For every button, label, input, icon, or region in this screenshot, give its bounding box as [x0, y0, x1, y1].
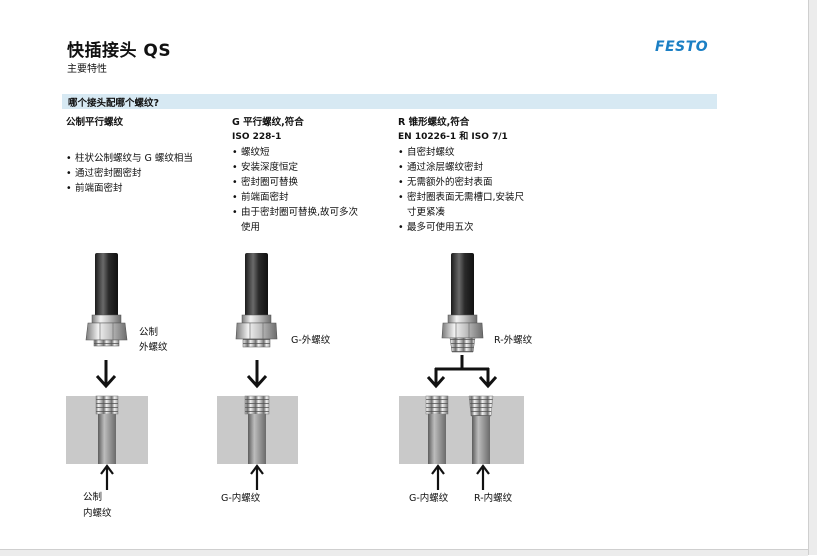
list-item: 通过密封圈密封 [66, 166, 216, 181]
collet [91, 314, 122, 324]
up-arrow-icon [431, 464, 445, 490]
list-item: 螺纹短 [232, 145, 382, 160]
list-item: 由于密封圈可替换,故可多次 [232, 205, 382, 220]
r-port-block [399, 395, 524, 464]
section-band-text: 哪个接头配哪个螺纹? [68, 98, 160, 109]
column-heading: 公制平行螺纹 [66, 117, 124, 128]
list-item: 最多可使用五次 [398, 220, 553, 235]
list-item: 前端面密封 [66, 181, 216, 196]
up-arrow-icon [250, 464, 264, 490]
page-title: 快插接头 QS [67, 41, 172, 61]
column-heading: R 锥形螺纹,符合 [398, 117, 470, 128]
page-frame-right [808, 0, 817, 555]
column-r-thread: R 锥形螺纹,符合 EN 10226-1 和 ISO 7/1 自密封螺纹 通过涂… [398, 115, 553, 235]
thread-diagram: 公制 外螺纹 公制 内螺纹 G-外螺纹 G-内螺纹 [66, 253, 533, 519]
label-r-col-g-female: G-内螺纹 [409, 492, 449, 504]
list-item: 前端面密封 [232, 190, 382, 205]
tube [245, 253, 268, 323]
label-metric-female-2: 内螺纹 [83, 507, 112, 519]
column-g-thread: G 平行螺纹,符合 ISO 228-1 螺纹短 安装深度恒定 密封圈可替换 前端… [232, 115, 382, 235]
list-item: 安装深度恒定 [232, 160, 382, 175]
section-band: 哪个接头配哪个螺纹? [62, 94, 717, 109]
collet [447, 314, 478, 324]
tube [451, 253, 474, 323]
down-arrow-icon [95, 360, 117, 389]
label-metric-female-1: 公制 [83, 491, 102, 503]
list-item: 自密封螺纹 [398, 145, 553, 160]
page-subtitle: 主要特性 [67, 64, 107, 75]
thread [242, 338, 271, 348]
label-g-male: G-外螺纹 [291, 334, 331, 346]
g-fitting [235, 253, 278, 348]
festo-logo: FESTO [655, 39, 709, 55]
list-item: 密封圈表面无需槽口,安装尺 [398, 190, 553, 205]
g-port-block [217, 395, 298, 464]
bullet-list: 自密封螺纹 通过涂层螺纹密封 无需额外的密封表面 密封圈表面无需槽口,安装尺 寸… [398, 145, 553, 235]
hex-body [85, 322, 128, 341]
list-item: 密封圈可替换 [232, 175, 382, 190]
down-arrow-icon [246, 360, 268, 389]
metric-port-block [66, 395, 148, 464]
tapered-thread [449, 337, 476, 353]
bullet-list: 螺纹短 安装深度恒定 密封圈可替换 前端面密封 由于密封圈可替换,故可多次 使用 [232, 145, 382, 235]
label-metric-male-1: 公制 [139, 326, 158, 338]
bullet-list: 柱状公制螺纹与 G 螺纹相当 通过密封圈密封 前端面密封 [66, 151, 216, 196]
column-metric: 公制平行螺纹 柱状公制螺纹与 G 螺纹相当 通过密封圈密封 前端面密封 [66, 115, 216, 196]
label-metric-male-2: 外螺纹 [139, 341, 168, 353]
list-item: 通过涂层螺纹密封 [398, 160, 553, 175]
up-arrow-icon [476, 464, 490, 490]
hex-body [235, 322, 278, 340]
list-item-continuation: 使用 [241, 222, 261, 233]
list-item-continuation: 寸更紧凑 [407, 207, 446, 218]
up-arrow-icon [100, 464, 114, 490]
metric-fitting [85, 253, 128, 347]
list-item: 柱状公制螺纹与 G 螺纹相当 [66, 151, 216, 166]
thread [93, 339, 120, 347]
column-standard: EN 10226-1 和 ISO 7/1 [398, 132, 508, 142]
label-r-male: R-外螺纹 [494, 334, 533, 346]
hex-body [441, 322, 484, 339]
tube [95, 253, 118, 323]
column-heading: G 平行螺纹,符合 [232, 117, 304, 128]
label-r-col-r-female: R-内螺纹 [474, 492, 513, 504]
r-fitting [441, 253, 484, 353]
page-frame-bottom [0, 549, 808, 556]
label-g-female: G-内螺纹 [221, 492, 261, 504]
collet [241, 314, 272, 324]
column-standard: ISO 228-1 [232, 132, 282, 142]
list-item: 无需额外的密封表面 [398, 175, 553, 190]
fork-arrow-icon [426, 355, 498, 389]
